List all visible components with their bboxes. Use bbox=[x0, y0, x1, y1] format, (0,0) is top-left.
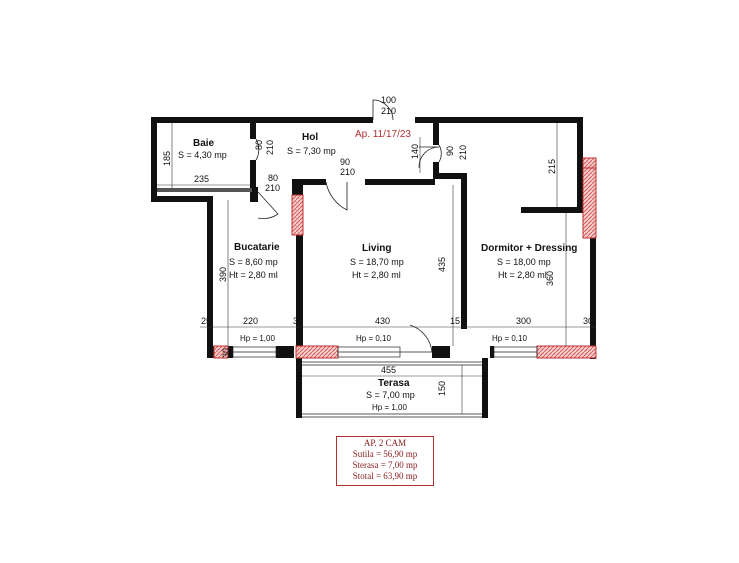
room-name-hol: Hol bbox=[302, 132, 318, 143]
apartment-label: Ap. 11/17/23 bbox=[355, 129, 411, 140]
dim-living-door-h: 210 bbox=[340, 167, 355, 177]
window-hp-living: Hp = 0,10 bbox=[356, 334, 391, 343]
dim-w-15: 15 bbox=[450, 316, 460, 326]
dim-w-30a: 30 bbox=[293, 316, 303, 326]
dim-dorm-door-w: 90 bbox=[445, 146, 455, 156]
dim-baie-w: 235 bbox=[194, 174, 209, 184]
summary-stotal: Stotal = 63,90 mp bbox=[352, 471, 418, 481]
dim-top-door-w: 100 bbox=[381, 95, 396, 105]
dimension-lines bbox=[157, 123, 596, 414]
dim-top-door-h: 210 bbox=[381, 106, 396, 116]
room-name-bucatarie: Bucatarie bbox=[234, 242, 280, 253]
window-hp-dormitor: Hp = 0,10 bbox=[492, 334, 527, 343]
summary-title: AP. 2 CAM bbox=[363, 438, 407, 448]
room-height-dormitor: Ht = 2,80 ml bbox=[498, 270, 547, 280]
dim-hol-door-h: 210 bbox=[265, 183, 280, 193]
dim-baie-door-h: 210 bbox=[265, 140, 275, 155]
dim-w-30b: 30 bbox=[583, 316, 593, 326]
room-area-bucatarie: S = 8,60 mp bbox=[229, 257, 278, 267]
room-name-dormitor: Dormitor + Dressing bbox=[481, 243, 577, 254]
room-area-terasa: S = 7,00 mp bbox=[366, 390, 415, 400]
doors bbox=[255, 99, 442, 353]
dim-w-25: 25 bbox=[201, 316, 211, 326]
dim-w-30c: 30 bbox=[221, 348, 231, 358]
dim-w-430: 430 bbox=[375, 316, 390, 326]
dim-baie-door-w: 80 bbox=[254, 140, 264, 150]
room-hp-terasa: Hp = 1,00 bbox=[372, 403, 407, 412]
room-area-hol: S = 7,30 mp bbox=[287, 146, 336, 156]
dim-living-435: 435 bbox=[437, 257, 447, 272]
dim-dorm-door-h: 210 bbox=[458, 145, 468, 160]
hatched-walls bbox=[213, 157, 597, 359]
dim-buc-390: 390 bbox=[218, 267, 228, 282]
room-area-dormitor: S = 18,00 mp bbox=[497, 257, 551, 267]
area-summary-box: AP. 2 CAM Sutila = 56,90 mp Sterasa = 7,… bbox=[336, 436, 434, 486]
dim-terasa-150: 150 bbox=[437, 381, 447, 396]
room-height-living: Ht = 2,80 ml bbox=[352, 270, 401, 280]
dim-dorm-360: 360 bbox=[545, 271, 555, 286]
room-area-living: S = 18,70 mp bbox=[350, 257, 404, 267]
summary-sutila: Sutila = 56,90 mp bbox=[352, 449, 418, 459]
window-hp-bucatarie: Hp = 1,00 bbox=[240, 334, 275, 343]
dim-hol-140: 140 bbox=[410, 144, 420, 159]
room-name-baie: Baie bbox=[193, 138, 215, 149]
room-name-terasa: Terasa bbox=[378, 378, 410, 389]
room-name-living: Living bbox=[362, 243, 391, 254]
room-area-baie: S = 4,30 mp bbox=[178, 150, 227, 160]
dim-terasa-455: 455 bbox=[381, 365, 396, 375]
dim-dorm-215: 215 bbox=[547, 159, 557, 174]
windows bbox=[232, 346, 538, 418]
dim-baie-h: 185 bbox=[162, 151, 172, 166]
dim-hol-door-w: 80 bbox=[268, 173, 278, 183]
room-height-bucatarie: Ht = 2,80 ml bbox=[229, 270, 278, 280]
summary-sterasa: Sterasa = 7,00 mp bbox=[352, 460, 418, 470]
dim-w-30d: 30 bbox=[439, 348, 449, 358]
dim-w-220: 220 bbox=[243, 316, 258, 326]
dim-w-300: 300 bbox=[516, 316, 531, 326]
dim-living-door-w: 90 bbox=[340, 157, 350, 167]
